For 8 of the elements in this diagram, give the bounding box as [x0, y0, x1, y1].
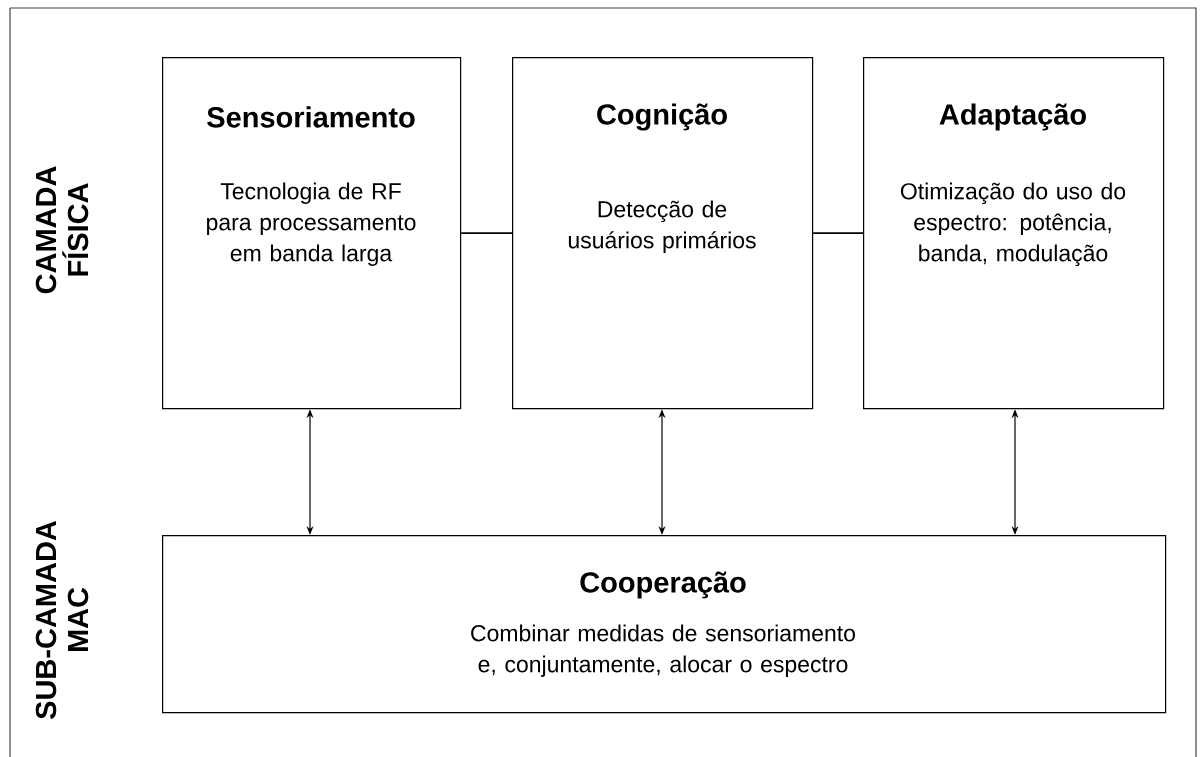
process-box: Cognição Detecção de usuários primários — [512, 57, 814, 410]
process-box: Adaptação Otimização do uso do espectro: potência, banda, modulação — [863, 57, 1165, 410]
layer-label: CAMADA FÍSICA — [35, 166, 89, 294]
connector-line — [812, 232, 864, 234]
layer-label: SUB-CAMADA MAC — [35, 520, 89, 720]
connector-line — [460, 232, 513, 234]
process-box: Sensoriamento Tecnologia de RF para processamento em banda larga — [162, 57, 462, 410]
process-box: Cooperação Combinar medidas de sensoriamento e, conjuntamente, alocar o espectro — [162, 535, 1167, 714]
